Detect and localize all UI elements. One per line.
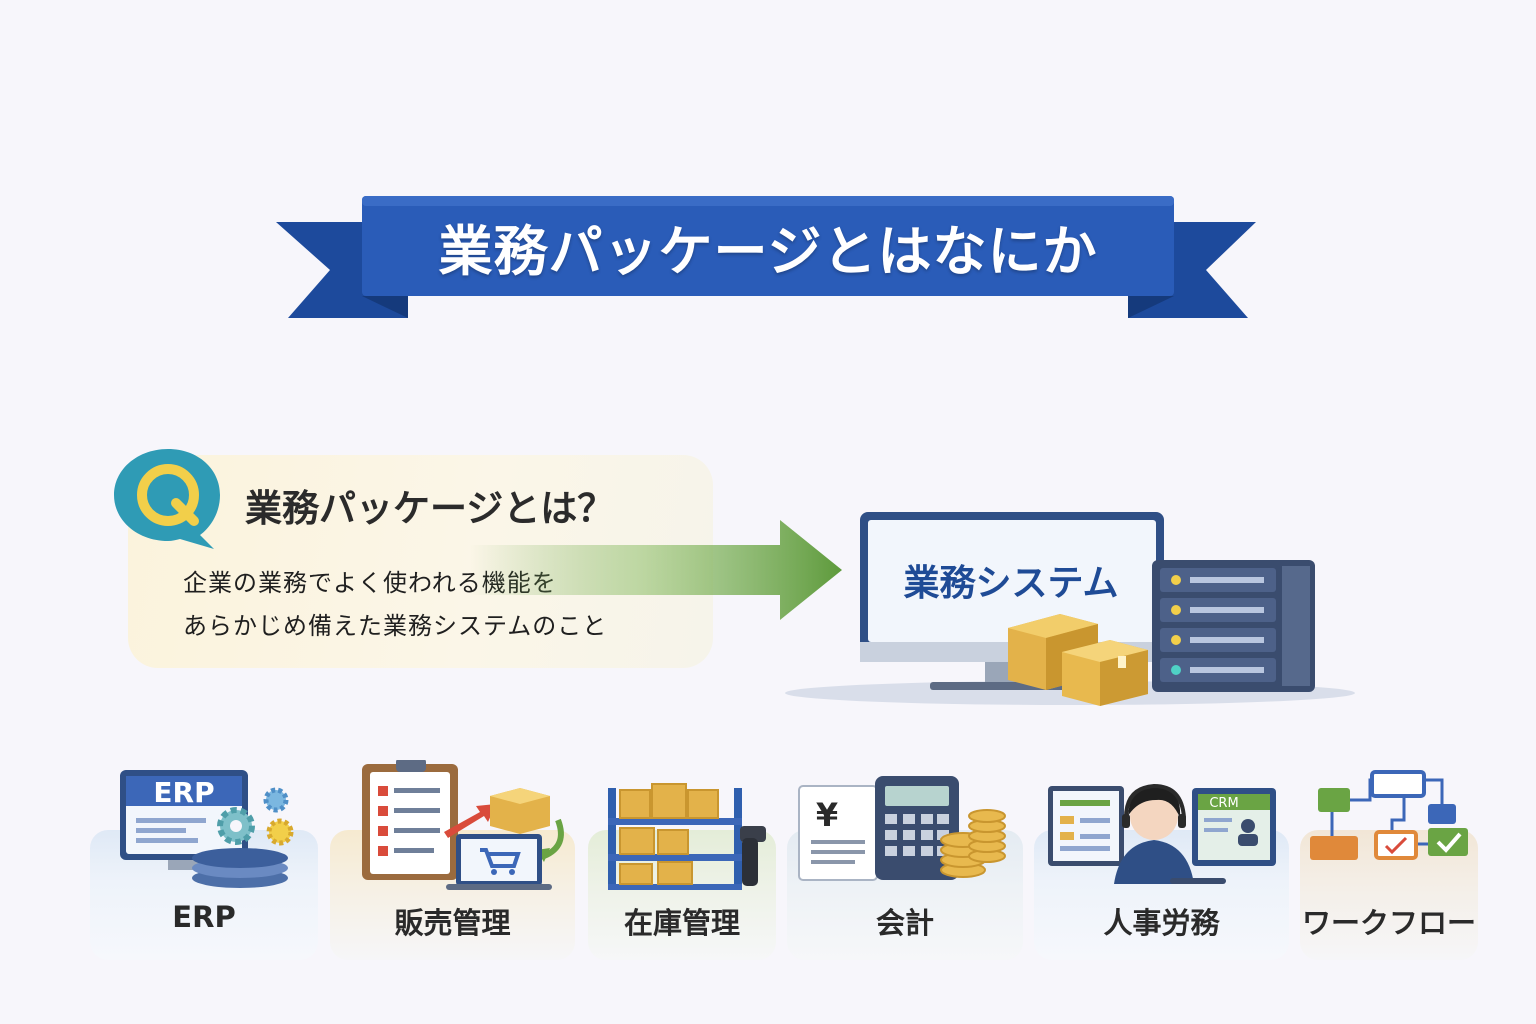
sales-management-icon (362, 760, 564, 890)
svg-text:ERP: ERP (153, 776, 214, 809)
business-system-illustration (785, 512, 1355, 706)
package-boxes-icon (1008, 614, 1148, 706)
accounting-icon: ¥ (798, 776, 1006, 881)
category-label: 販売管理 (394, 906, 511, 940)
system-screen-label: 業務システム (903, 563, 1119, 604)
svg-text:CRM: CRM (1209, 796, 1238, 811)
category-card-sales: 販売管理 (330, 760, 575, 960)
question-bubble-icon (114, 449, 220, 549)
category-label: ワークフロー (1301, 906, 1476, 940)
erp-icon: ERP (120, 770, 294, 888)
question-heading: 業務パッケージとは？ (245, 487, 615, 530)
category-label: 人事労務 (1103, 906, 1220, 940)
title-ribbon (276, 196, 1256, 318)
category-card-workflow: ワークフロー (1300, 760, 1478, 960)
workflow-diagram-icon (1310, 770, 1468, 860)
category-card-inventory: 在庫管理 (588, 760, 776, 960)
hr-operator-icon: CRM (1048, 783, 1276, 884)
category-card-accounting: ¥ 会計 (787, 760, 1023, 960)
category-label: ERP (172, 900, 236, 934)
right-arrow-icon (470, 520, 842, 620)
answer-line-2: あらかじめ備えた業務システムのこと (183, 612, 608, 640)
page-title: 業務パッケージとはなにか (438, 219, 1098, 283)
inventory-shelf-icon (608, 783, 766, 890)
category-label: 会計 (875, 906, 934, 940)
category-label: 在庫管理 (623, 906, 740, 940)
category-card-erp: ERP ERP (90, 760, 318, 960)
server-icon (1152, 560, 1315, 692)
category-card-hr: CRM 人事労務 (1034, 760, 1289, 960)
svg-text:¥: ¥ (816, 796, 838, 834)
